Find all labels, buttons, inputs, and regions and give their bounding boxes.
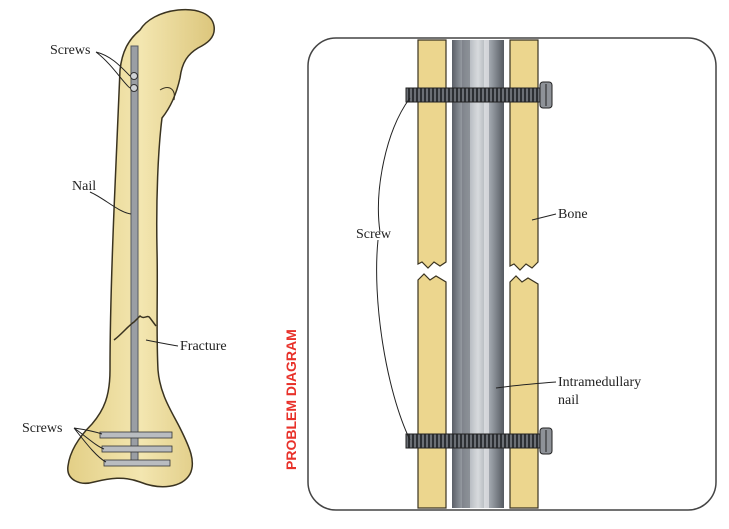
diagram-frame (307, 37, 717, 511)
label-screws-top: Screws (50, 43, 90, 58)
intramedullary-nail-icon (130, 45, 139, 465)
leader-bone (531, 213, 557, 221)
bone-screw-icon (405, 433, 543, 449)
leader-nail-right (495, 381, 557, 389)
bone-column-right-lower (509, 275, 539, 509)
screw-top (405, 81, 553, 109)
nail-highlight (484, 40, 489, 508)
bone-column-left-upper (417, 39, 447, 269)
proximal-screw-head (130, 72, 138, 80)
leader-fracture (145, 339, 179, 347)
label-screw: Screw (356, 227, 392, 242)
intramedullary-nail-icon (452, 40, 504, 508)
distal-screws (99, 431, 173, 467)
label-screws-bottom: Screws (22, 421, 62, 436)
bone-screw-icon (405, 87, 543, 103)
bone-screw-icon (103, 459, 171, 467)
bone-screw-icon (101, 445, 173, 453)
leader-nail (89, 191, 132, 215)
nail-inner-shadow (462, 40, 470, 508)
leader-screws-top (95, 51, 131, 89)
label-nail-word: nail (558, 393, 579, 408)
screw-bottom (405, 427, 553, 455)
femur-figure: Screws Nail Fracture Screws (22, 8, 227, 488)
label-nail: Nail (72, 179, 96, 194)
label-intramedullary: Intramedullary (558, 375, 641, 390)
bone-screw-icon (99, 431, 173, 439)
problem-diagram-title: PROBLEM DIAGRAM (283, 329, 299, 470)
leader-screws-bottom (73, 427, 107, 463)
label-fracture: Fracture (180, 339, 227, 354)
leader-screw (376, 97, 411, 441)
bone-column-right-upper (509, 39, 539, 271)
label-bone: Bone (558, 207, 588, 222)
greater-trochanter (159, 87, 175, 101)
femur-bone-icon (67, 8, 215, 488)
proximal-screw-head (130, 84, 138, 92)
bone-column-left-lower (417, 273, 447, 509)
fracture-line (113, 314, 157, 341)
